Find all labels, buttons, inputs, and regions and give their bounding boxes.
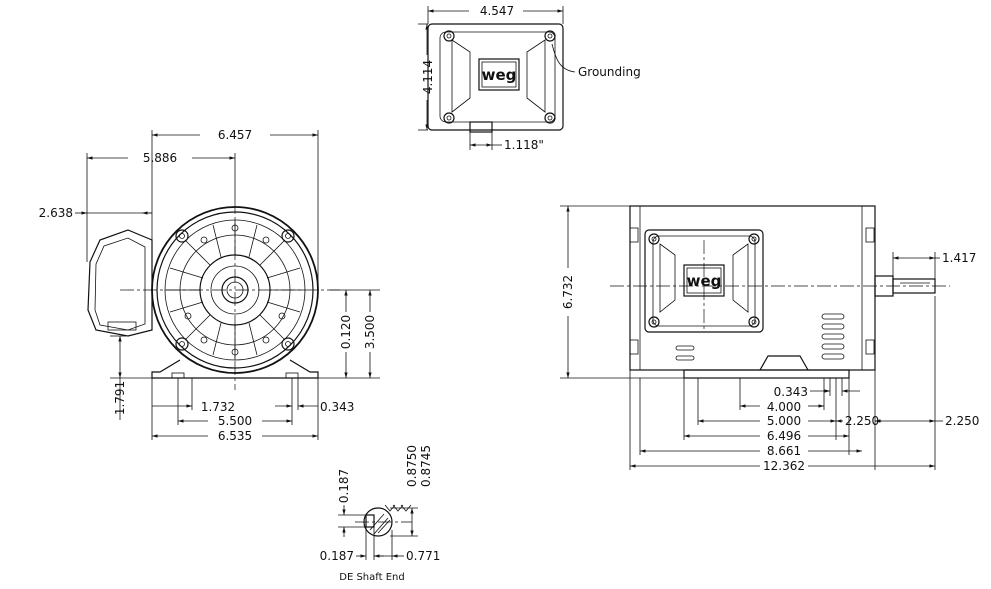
dim-base-width: 6.535 [218, 429, 252, 443]
terminal-box-logo: weg [482, 66, 517, 84]
dim-8661: 8.661 [767, 444, 801, 458]
dim-5000: 5.000 [767, 414, 801, 428]
dim-overall-to-box: 6.457 [218, 128, 252, 142]
dim-slot: 0.343 [774, 385, 808, 399]
shaft-end-detail: 0.187 0.8750 0.8745 0.187 0.771 DE Shaft… [320, 445, 441, 583]
dim-base-to-box: 1.791 [113, 381, 127, 415]
dim-ba-b: 2.250 [945, 414, 979, 428]
side-view: weg 6.732 1.417 [560, 205, 979, 473]
dim-shaft-height: 3.500 [363, 315, 377, 349]
dim-dia-max: 0.8750 [405, 445, 419, 487]
dim-dia-min: 0.8745 [419, 445, 433, 487]
dim-overall-length: 12.362 [763, 459, 805, 473]
dim-key-height: 0.187 [337, 469, 351, 503]
dim-foot-slot: 0.343 [320, 400, 354, 414]
dim-box-height: 4.114 [421, 60, 435, 94]
dim-key-depth: 0.771 [406, 549, 440, 563]
dim-key-width: 0.187 [320, 549, 354, 563]
dim-box-width: 4.547 [480, 4, 514, 18]
dim-box-offset: 2.638 [39, 206, 73, 220]
dim-ba-a: 2.250 [845, 414, 879, 428]
dim-6496: 6.496 [767, 429, 801, 443]
front-view: 6.457 5.886 2.638 0.120 3.500 1.791 [39, 128, 380, 443]
shaft-end-caption: DE Shaft End [339, 572, 404, 583]
grounding-label: Grounding [578, 65, 641, 79]
dim-4000: 4.000 [767, 400, 801, 414]
dim-foot-a: 1.732 [201, 400, 235, 414]
dim-conduit: 1.118" [504, 138, 544, 152]
dim-shaft-ext: 1.417 [942, 251, 976, 265]
dim-to-box-face: 5.886 [143, 151, 177, 165]
dim-shaft-offset: 0.120 [339, 315, 353, 349]
dim-foot-span: 5.500 [218, 414, 252, 428]
terminal-box-view: weg 4.547 4.114 Grounding 1.118" [418, 4, 641, 152]
dim-overall-height: 6.732 [561, 275, 575, 309]
